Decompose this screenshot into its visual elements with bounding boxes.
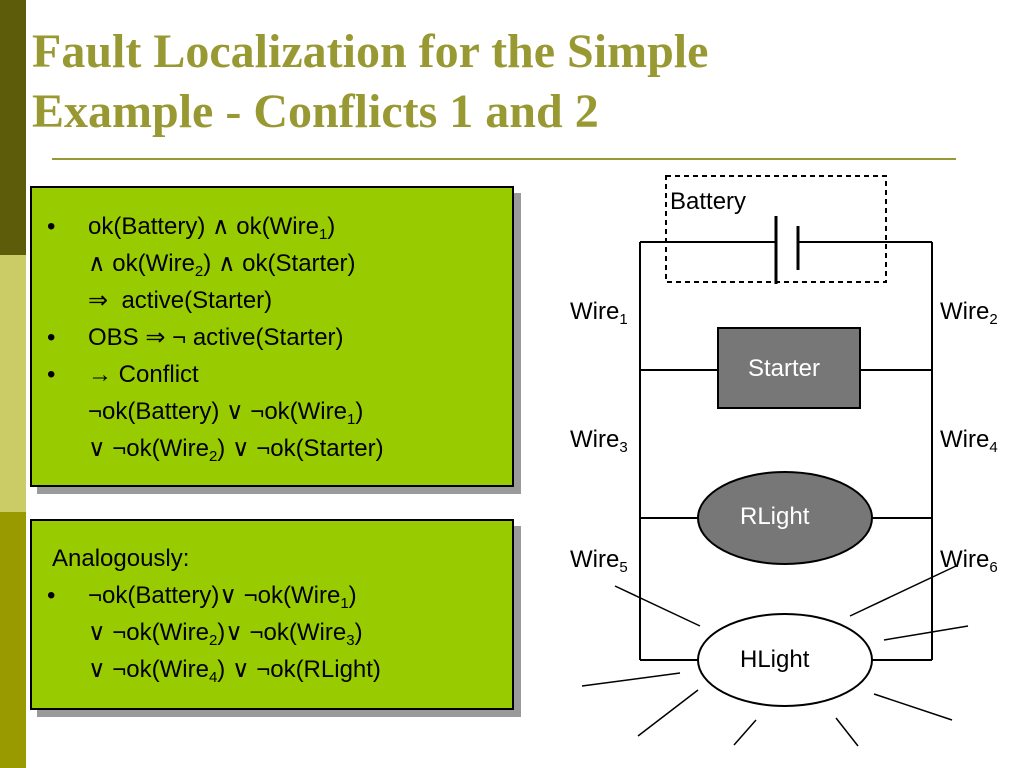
wire-2-label: Wire2 xyxy=(940,298,998,328)
formula-line-2: ∧ ok(Wire2) ∧ ok(Starter) xyxy=(88,250,356,280)
hlight-rays xyxy=(581,565,969,747)
battery-label: Battery xyxy=(670,188,747,215)
starter-component xyxy=(717,327,861,409)
formula-line-3: ⇒ active(Starter) xyxy=(88,287,273,314)
observation-line: OBS ⇒ ¬ active(Starter) xyxy=(88,324,344,351)
title-underline xyxy=(52,158,956,160)
rlight-label: RLight xyxy=(740,503,810,530)
side-stripe-dark xyxy=(0,0,26,255)
conflict-1-box: ok(Battery) ∧ ok(Wire1) ∧ ok(Wire2) ∧ ok… xyxy=(30,186,514,487)
hlight-component xyxy=(697,613,873,707)
starter-label: Starter xyxy=(748,355,821,382)
conflict2-line-3: ∨ ¬ok(Wire4) ∨ ¬ok(RLight) xyxy=(88,656,381,686)
wire-5-label: Wire5 xyxy=(570,546,628,576)
conflict2-line-2: ∨ ¬ok(Wire2)∨ ¬ok(Wire3) xyxy=(88,619,363,649)
title-line-2: Example - Conflicts 1 and 2 xyxy=(32,85,599,138)
side-stripe-light xyxy=(0,255,26,512)
title-line-1: Fault Localization for the Simple xyxy=(32,25,709,78)
conflict2-line-1: ¬ok(Battery)∨ ¬ok(Wire1) xyxy=(88,582,357,612)
conflict-2-box: Analogously: ¬ok(Battery)∨ ¬ok(Wire1) ∨ … xyxy=(30,519,514,710)
wire-4-label: Wire4 xyxy=(940,426,998,456)
hlight-label: HLight xyxy=(740,646,810,673)
conflict-line-2: ∨ ¬ok(Wire2) ∨ ¬ok(Starter) xyxy=(88,435,384,465)
analogously-heading: Analogously: xyxy=(52,545,190,572)
formula-line-1: ok(Battery) ∧ ok(Wire1) xyxy=(88,213,336,243)
conflict-line-1: ¬ok(Battery) ∨ ¬ok(Wire1) xyxy=(88,398,364,428)
wire-3-label: Wire3 xyxy=(570,426,628,456)
rlight-component xyxy=(697,471,873,565)
conflict-heading: → Conflict xyxy=(88,361,199,388)
wire-6-label: Wire6 xyxy=(940,546,998,576)
wire-1-label: Wire1 xyxy=(570,298,628,328)
side-stripe-mid xyxy=(0,512,26,768)
